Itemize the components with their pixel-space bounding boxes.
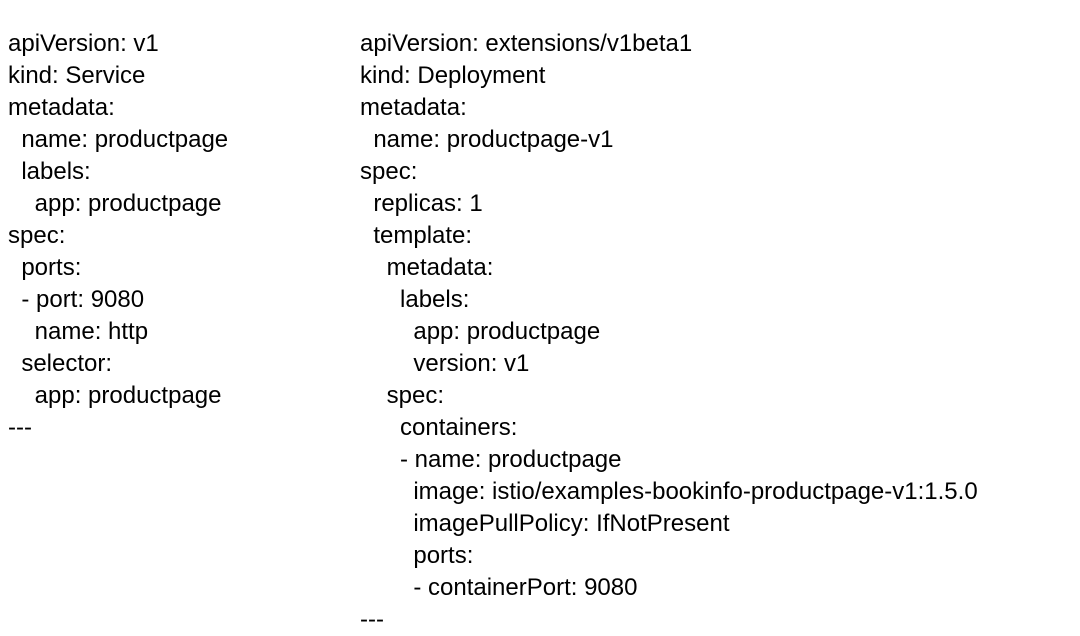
- yaml-line: - port: 9080: [8, 286, 145, 313]
- yaml-line: spec:: [360, 382, 445, 409]
- yaml-line: spec:: [8, 222, 66, 249]
- yaml-line: metadata:: [360, 254, 494, 281]
- yaml-line: ports:: [360, 542, 474, 569]
- yaml-document-separator: ---: [360, 606, 384, 633]
- yaml-line: spec:: [360, 158, 418, 185]
- yaml-line: metadata:: [8, 94, 115, 121]
- yaml-line: app: productpage: [8, 382, 222, 409]
- yaml-line: ports:: [8, 254, 82, 281]
- yaml-line: apiVersion: extensions/v1beta1: [360, 30, 693, 57]
- yaml-line: replicas: 1: [360, 190, 483, 217]
- yaml-line: version: v1: [360, 350, 530, 377]
- yaml-line: name: http: [8, 318, 149, 345]
- yaml-line: name: productpage-v1: [360, 126, 614, 153]
- yaml-line: selector:: [8, 350, 113, 377]
- yaml-line: app: productpage: [360, 318, 601, 345]
- yaml-line: app: productpage: [8, 190, 222, 217]
- yaml-line: - name: productpage: [360, 446, 622, 473]
- yaml-line: - containerPort: 9080: [360, 574, 638, 601]
- yaml-line: containers:: [360, 414, 518, 441]
- yaml-line: name: productpage: [8, 126, 229, 153]
- yaml-document-separator: ---: [8, 414, 32, 441]
- service-yaml-block: apiVersion: v1 kind: Service metadata: nam…: [8, 28, 228, 444]
- deployment-yaml-block: apiVersion: extensions/v1beta1 kind: Depl…: [360, 28, 978, 636]
- yaml-line: kind: Service: [8, 62, 146, 89]
- yaml-line: apiVersion: v1: [8, 30, 159, 57]
- yaml-line: labels:: [8, 158, 91, 185]
- yaml-line: imagePullPolicy: IfNotPresent: [360, 510, 730, 537]
- yaml-line: labels:: [360, 286, 470, 313]
- yaml-line: kind: Deployment: [360, 62, 546, 89]
- yaml-line: template:: [360, 222, 473, 249]
- yaml-line: image: istio/examples-bookinfo-productpa…: [360, 478, 978, 505]
- yaml-line: metadata:: [360, 94, 467, 121]
